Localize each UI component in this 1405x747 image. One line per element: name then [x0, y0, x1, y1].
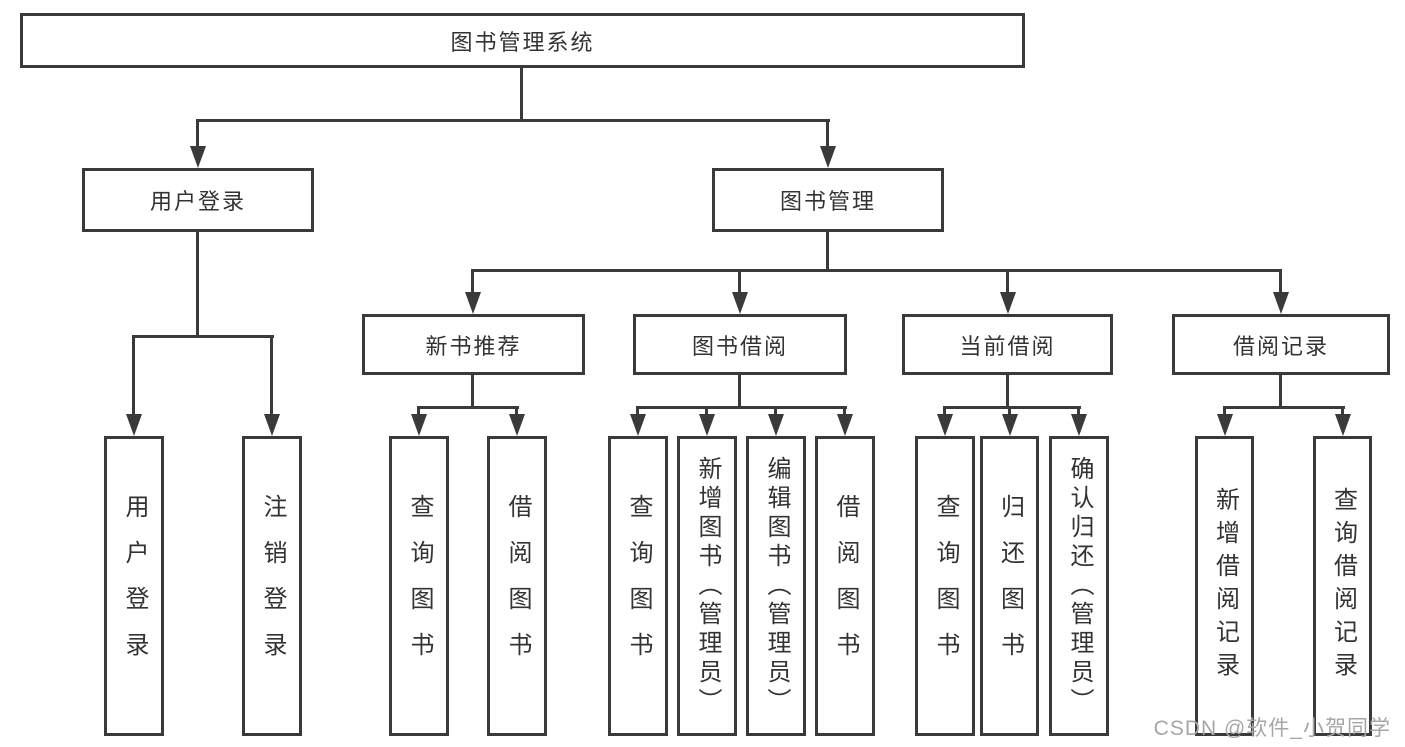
node-user-login: 用户登录 [82, 168, 314, 232]
connector-line [471, 269, 1282, 272]
leaf-query-books-current: 查询图书 [915, 436, 975, 736]
connector-line [1279, 269, 1282, 294]
connector-line [826, 119, 829, 149]
leaf-logout: 注销登录 [242, 436, 302, 736]
leaf-add-borrow-record: 新增借阅记录 [1195, 436, 1254, 736]
connector-line [774, 406, 777, 418]
connector-line [1279, 375, 1282, 409]
node-new-book-recommend: 新书推荐 [362, 314, 585, 375]
connector-line [826, 232, 829, 272]
arrow-down-icon [768, 414, 784, 436]
arrow-down-icon [1217, 414, 1233, 436]
node-book-borrow: 图书借阅 [633, 314, 847, 375]
connector-line [196, 119, 199, 149]
arrow-down-icon [1002, 414, 1018, 436]
arrow-down-icon [1335, 414, 1351, 436]
node-current-borrow: 当前借阅 [902, 314, 1113, 375]
arrow-down-icon [937, 414, 953, 436]
connector-line [520, 68, 523, 122]
arrow-down-icon [837, 414, 853, 436]
connector-line [636, 406, 639, 418]
node-root: 图书管理系统 [20, 13, 1025, 68]
leaf-add-books-admin: 新增图书（管理员） [677, 436, 737, 736]
leaf-return-books: 归还图书 [980, 436, 1039, 736]
connector-line [1077, 406, 1080, 418]
leaf-edit-books-admin: 编辑图书（管理员） [746, 436, 806, 736]
arrow-down-icon [1071, 414, 1087, 436]
connector-line [515, 406, 518, 418]
connector-line [471, 375, 474, 409]
leaf-query-borrow-record: 查询借阅记录 [1313, 436, 1372, 736]
connector-line [1341, 406, 1344, 418]
arrow-down-icon [264, 414, 280, 436]
leaf-query-books-recommend: 查询图书 [389, 436, 449, 736]
arrow-down-icon [411, 414, 427, 436]
leaf-borrow-books-recommend: 借阅图书 [487, 436, 547, 736]
connector-line [705, 406, 708, 418]
arrow-down-icon [1000, 292, 1016, 314]
arrow-down-icon [630, 414, 646, 436]
leaf-confirm-return-admin: 确认归还（管理员） [1049, 436, 1109, 736]
connector-line [417, 406, 420, 418]
connector-line [738, 269, 741, 294]
connector-line [943, 406, 1081, 409]
connector-line [132, 335, 274, 338]
connector-line [471, 269, 474, 294]
connector-line [1006, 269, 1009, 294]
arrow-down-icon [1273, 292, 1289, 314]
arrow-down-icon [465, 292, 481, 314]
connector-line [417, 406, 519, 409]
connector-line [636, 406, 847, 409]
connector-line [943, 406, 946, 418]
connector-line [1223, 406, 1226, 418]
leaf-user-login: 用户登录 [104, 436, 164, 736]
connector-line [196, 232, 199, 338]
arrow-down-icon [190, 146, 206, 168]
leaf-borrow-books: 借阅图书 [815, 436, 875, 736]
arrow-down-icon [732, 292, 748, 314]
node-borrow-records: 借阅记录 [1172, 314, 1390, 375]
connector-line [196, 119, 830, 122]
node-book-management: 图书管理 [712, 168, 944, 232]
connector-line [270, 335, 273, 417]
connector-line [1008, 406, 1011, 418]
leaf-query-books-borrow: 查询图书 [608, 436, 668, 736]
connector-line [738, 375, 741, 409]
arrow-down-icon [509, 414, 525, 436]
connector-line [132, 335, 135, 417]
connector-line [843, 406, 846, 418]
connector-line [1006, 375, 1009, 409]
arrow-down-icon [699, 414, 715, 436]
arrow-down-icon [820, 146, 836, 168]
connector-line [1223, 406, 1345, 409]
arrow-down-icon [126, 414, 142, 436]
csdn-watermark: CSDN @软件_小贺同学 [1153, 717, 1391, 740]
